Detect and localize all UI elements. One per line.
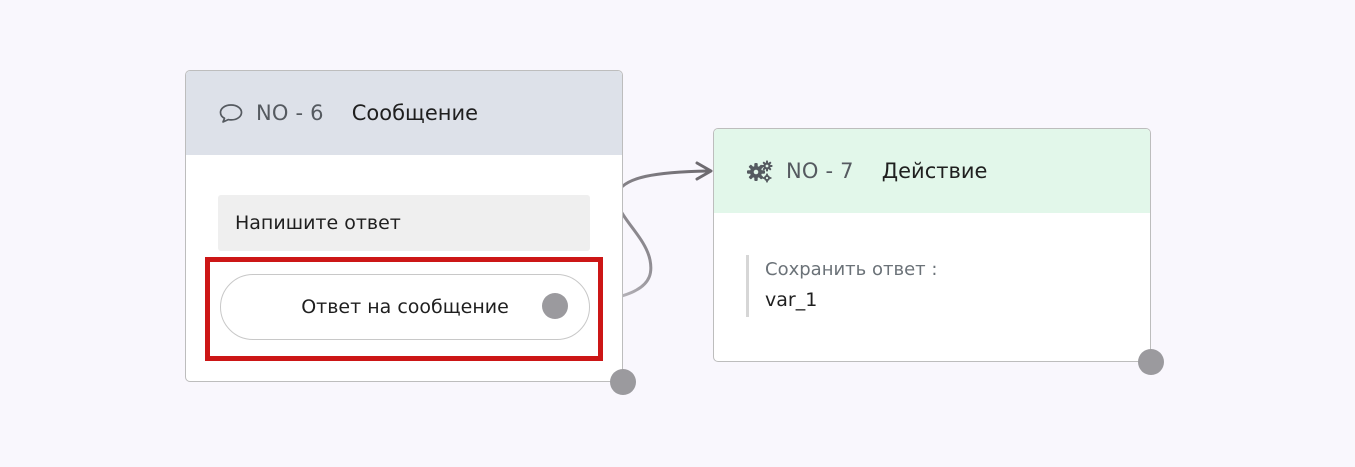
variable-name: var_1: [765, 289, 818, 311]
speech-bubble-icon: [218, 102, 244, 124]
message-node[interactable]: NO - 6 Сообщение Напишите ответ Ответ на…: [185, 70, 623, 382]
message-prompt[interactable]: Напишите ответ: [218, 195, 590, 251]
arrowhead-icon: [695, 161, 713, 181]
save-answer-block: Сохранить ответ : var_1: [746, 255, 937, 317]
action-node-output-handle[interactable]: [1138, 349, 1164, 375]
node-title: Действие: [881, 159, 988, 183]
action-node-header[interactable]: NO - 7 Действие: [714, 129, 1150, 213]
reply-button[interactable]: Ответ на сообщение: [220, 274, 590, 340]
node-title: Сообщение: [351, 101, 479, 125]
message-node-output-handle[interactable]: [610, 369, 636, 395]
save-answer-label: Сохранить ответ :: [765, 259, 938, 280]
node-id-label: NO - 7: [786, 159, 854, 183]
node-id-label: NO - 6: [256, 101, 324, 125]
action-node[interactable]: NO - 7 Действие Сохранить ответ : var_1: [713, 128, 1151, 362]
gears-icon: [746, 159, 774, 183]
message-node-header[interactable]: NO - 6 Сообщение: [186, 71, 622, 155]
reply-output-handle[interactable]: [542, 293, 568, 319]
